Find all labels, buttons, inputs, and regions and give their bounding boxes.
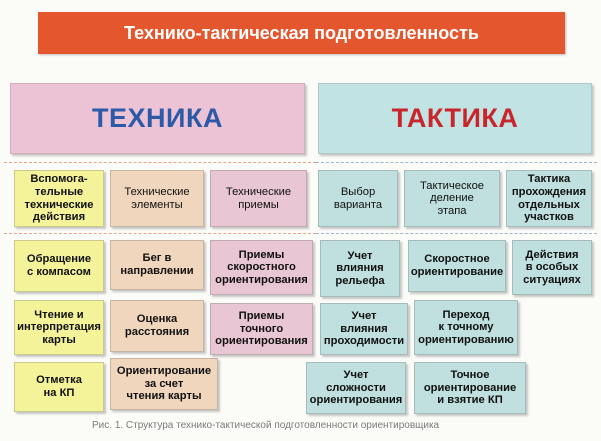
technique-heading-text: ТЕХНИКА — [92, 103, 223, 134]
technique-col1-item-2-text: Чтение и интерпретация карты — [17, 308, 101, 346]
divider-line-top-right — [316, 162, 597, 163]
tactics-col2-header-text: Тактическое деление этапа — [419, 179, 485, 217]
diagram-title: Технико-тактическая подготовленность — [38, 12, 565, 54]
technique-col2-header-text: Технические элементы — [124, 185, 190, 211]
technique-col2-item-2-text: Оценка расстояния — [124, 313, 190, 338]
tactics-col2-item-3-text: Точное ориентирование и взятие КП — [423, 369, 517, 407]
technique-col3-item-1-text: Приемы скоростного ориентирования — [215, 248, 308, 286]
tactics-heading-text: ТАКТИКА — [391, 103, 519, 134]
tactics-col1-header-text: Выбор варианта — [333, 185, 383, 211]
technique-col1-header-text: Вспомога- тельные технические действия — [24, 173, 94, 224]
tactics-col3-header-text: Тактика прохождения отдельных участков — [511, 173, 587, 224]
technique-col2-item-3: Ориентирование за счет чтения карты — [110, 358, 218, 410]
technique-col1-item-1-text: Обращение с компасом — [26, 253, 92, 278]
technique-col2-item-3-text: Ориентирование за счет чтения карты — [116, 365, 212, 403]
tactics-heading: ТАКТИКА — [318, 83, 592, 154]
tactics-col2-header: Тактическое деление этапа — [404, 170, 500, 227]
figure-caption: Рис. 1. Структура технико-тактической по… — [92, 420, 440, 431]
technique-col1-item-3: Отметка на КП — [14, 362, 104, 412]
tactics-col1-item-1-text: Учет влияния рельефа — [335, 249, 385, 287]
technique-col2-item-2: Оценка расстояния — [110, 300, 204, 352]
technique-col3-item-2: Приемы точного ориентирования — [210, 303, 313, 355]
divider-line-mid-left — [4, 233, 316, 234]
technique-col3-header-text: Технические приемы — [225, 185, 292, 211]
technique-col1-item-1: Обращение с компасом — [14, 240, 104, 292]
technique-col3-header: Технические приемы — [210, 170, 307, 227]
divider-line-top-left — [4, 162, 316, 163]
tactics-col1-item-2-text: Учет влияния проходимости — [323, 310, 405, 348]
technique-heading: ТЕХНИКА — [10, 83, 305, 154]
divider-line-mid-right — [316, 233, 597, 234]
tactics-col2-item-3: Точное ориентирование и взятие КП — [414, 362, 526, 414]
tactics-col1-item-2: Учет влияния проходимости — [320, 303, 408, 355]
technique-col2-item-1: Бег в направлении — [110, 240, 204, 290]
technique-col3-item-2-text: Приемы точного ориентирования — [215, 310, 308, 348]
technique-col2-item-1-text: Бег в направлении — [120, 252, 194, 277]
diagram-title-text: Технико-тактическая подготовленность — [124, 22, 479, 43]
technique-col1-item-2: Чтение и интерпретация карты — [14, 300, 104, 355]
technique-col1-header: Вспомога- тельные технические действия — [14, 170, 104, 227]
tactics-col2-item-2-text: Переход к точному ориентированию — [418, 308, 514, 346]
tactics-col3-header: Тактика прохождения отдельных участков — [506, 170, 592, 227]
tactics-col2-item-2: Переход к точному ориентированию — [414, 300, 518, 355]
tactics-col3-item-1-text: Действия в особых ситуациях — [523, 248, 581, 286]
tactics-col1-item-1: Учет влияния рельефа — [320, 240, 400, 297]
technique-col3-item-1: Приемы скоростного ориентирования — [210, 240, 313, 295]
technique-col1-item-3-text: Отметка на КП — [36, 374, 82, 399]
tactics-col1-item-3: Учет сложности ориентирования — [306, 362, 406, 414]
tactics-col2-item-1-text: Скоростное ориентирование — [410, 253, 504, 278]
technique-col2-header: Технические элементы — [110, 170, 204, 227]
tactics-col3-item-1: Действия в особых ситуациях — [512, 240, 592, 295]
tactics-col1-header: Выбор варианта — [318, 170, 398, 227]
tactics-col2-item-1: Скоростное ориентирование — [408, 240, 506, 292]
tactics-col1-item-3-text: Учет сложности ориентирования — [309, 369, 403, 407]
